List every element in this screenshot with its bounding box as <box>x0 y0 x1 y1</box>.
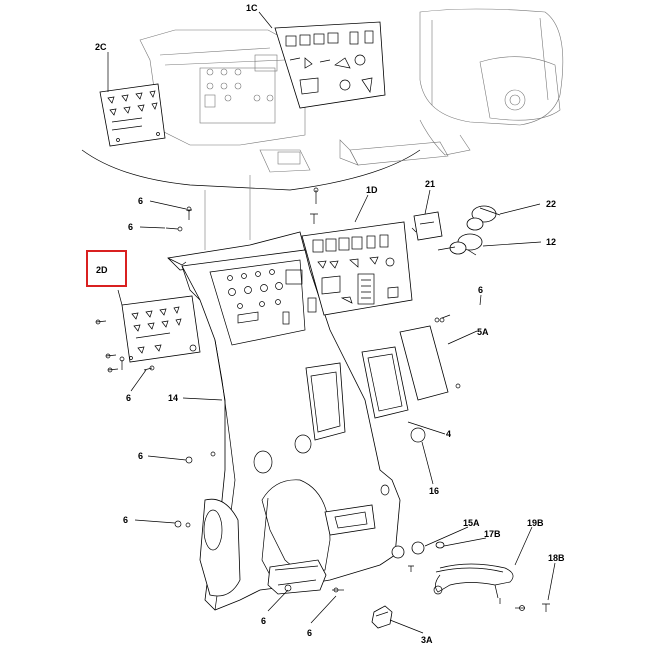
label-2c: 2C <box>95 42 107 52</box>
callout-labels: 2C 1C 2D 1D 21 22 12 6 6 6 6 6 6 6 6 5A … <box>95 3 565 645</box>
decal-1d <box>301 221 413 316</box>
label-2d: 2D <box>96 265 108 275</box>
label-3a: 3A <box>421 635 433 645</box>
knob-3a <box>371 605 393 629</box>
highlight-box-2d <box>86 250 127 287</box>
label-21: 21 <box>425 179 435 189</box>
label-6-low-left: 6 <box>123 515 128 525</box>
label-6-upper-left: 6 <box>128 222 133 232</box>
screws-6 <box>95 187 451 593</box>
label-6-plate: 6 <box>126 393 131 403</box>
console-housing-14 <box>167 231 401 611</box>
label-6-top-left: 6 <box>138 196 143 206</box>
grommets-15a-17b <box>391 541 445 572</box>
decal-1c <box>274 21 386 109</box>
label-16: 16 <box>429 486 439 496</box>
label-17b: 17B <box>484 529 501 539</box>
label-22: 22 <box>546 199 556 209</box>
magnified-console-detail <box>81 29 421 250</box>
label-6-bottom-mid: 6 <box>307 628 312 638</box>
label-6-right: 6 <box>478 285 483 295</box>
leader-lines <box>107 11 556 634</box>
label-6-mid-left: 6 <box>138 451 143 461</box>
label-6-bottom-left: 6 <box>261 616 266 626</box>
label-18b: 18B <box>548 553 565 563</box>
cover-5a <box>399 317 461 401</box>
harness-19b <box>433 563 514 604</box>
label-5a: 5A <box>477 327 489 337</box>
screws-18b <box>515 603 550 612</box>
outlet-22 <box>466 205 501 231</box>
label-15a: 15A <box>463 518 480 528</box>
socket-12 <box>437 233 483 256</box>
switch-plate-2c <box>99 83 166 147</box>
label-4: 4 <box>446 429 451 439</box>
label-1c: 1C <box>246 3 258 13</box>
switch-plate-2d <box>121 295 201 363</box>
bezel-4 <box>361 346 426 443</box>
switch-21 <box>411 211 443 241</box>
label-1d: 1D <box>366 185 378 195</box>
label-14: 14 <box>168 393 178 403</box>
operator-seat <box>339 8 564 166</box>
label-12: 12 <box>546 237 556 247</box>
label-19b: 19B <box>527 518 544 528</box>
